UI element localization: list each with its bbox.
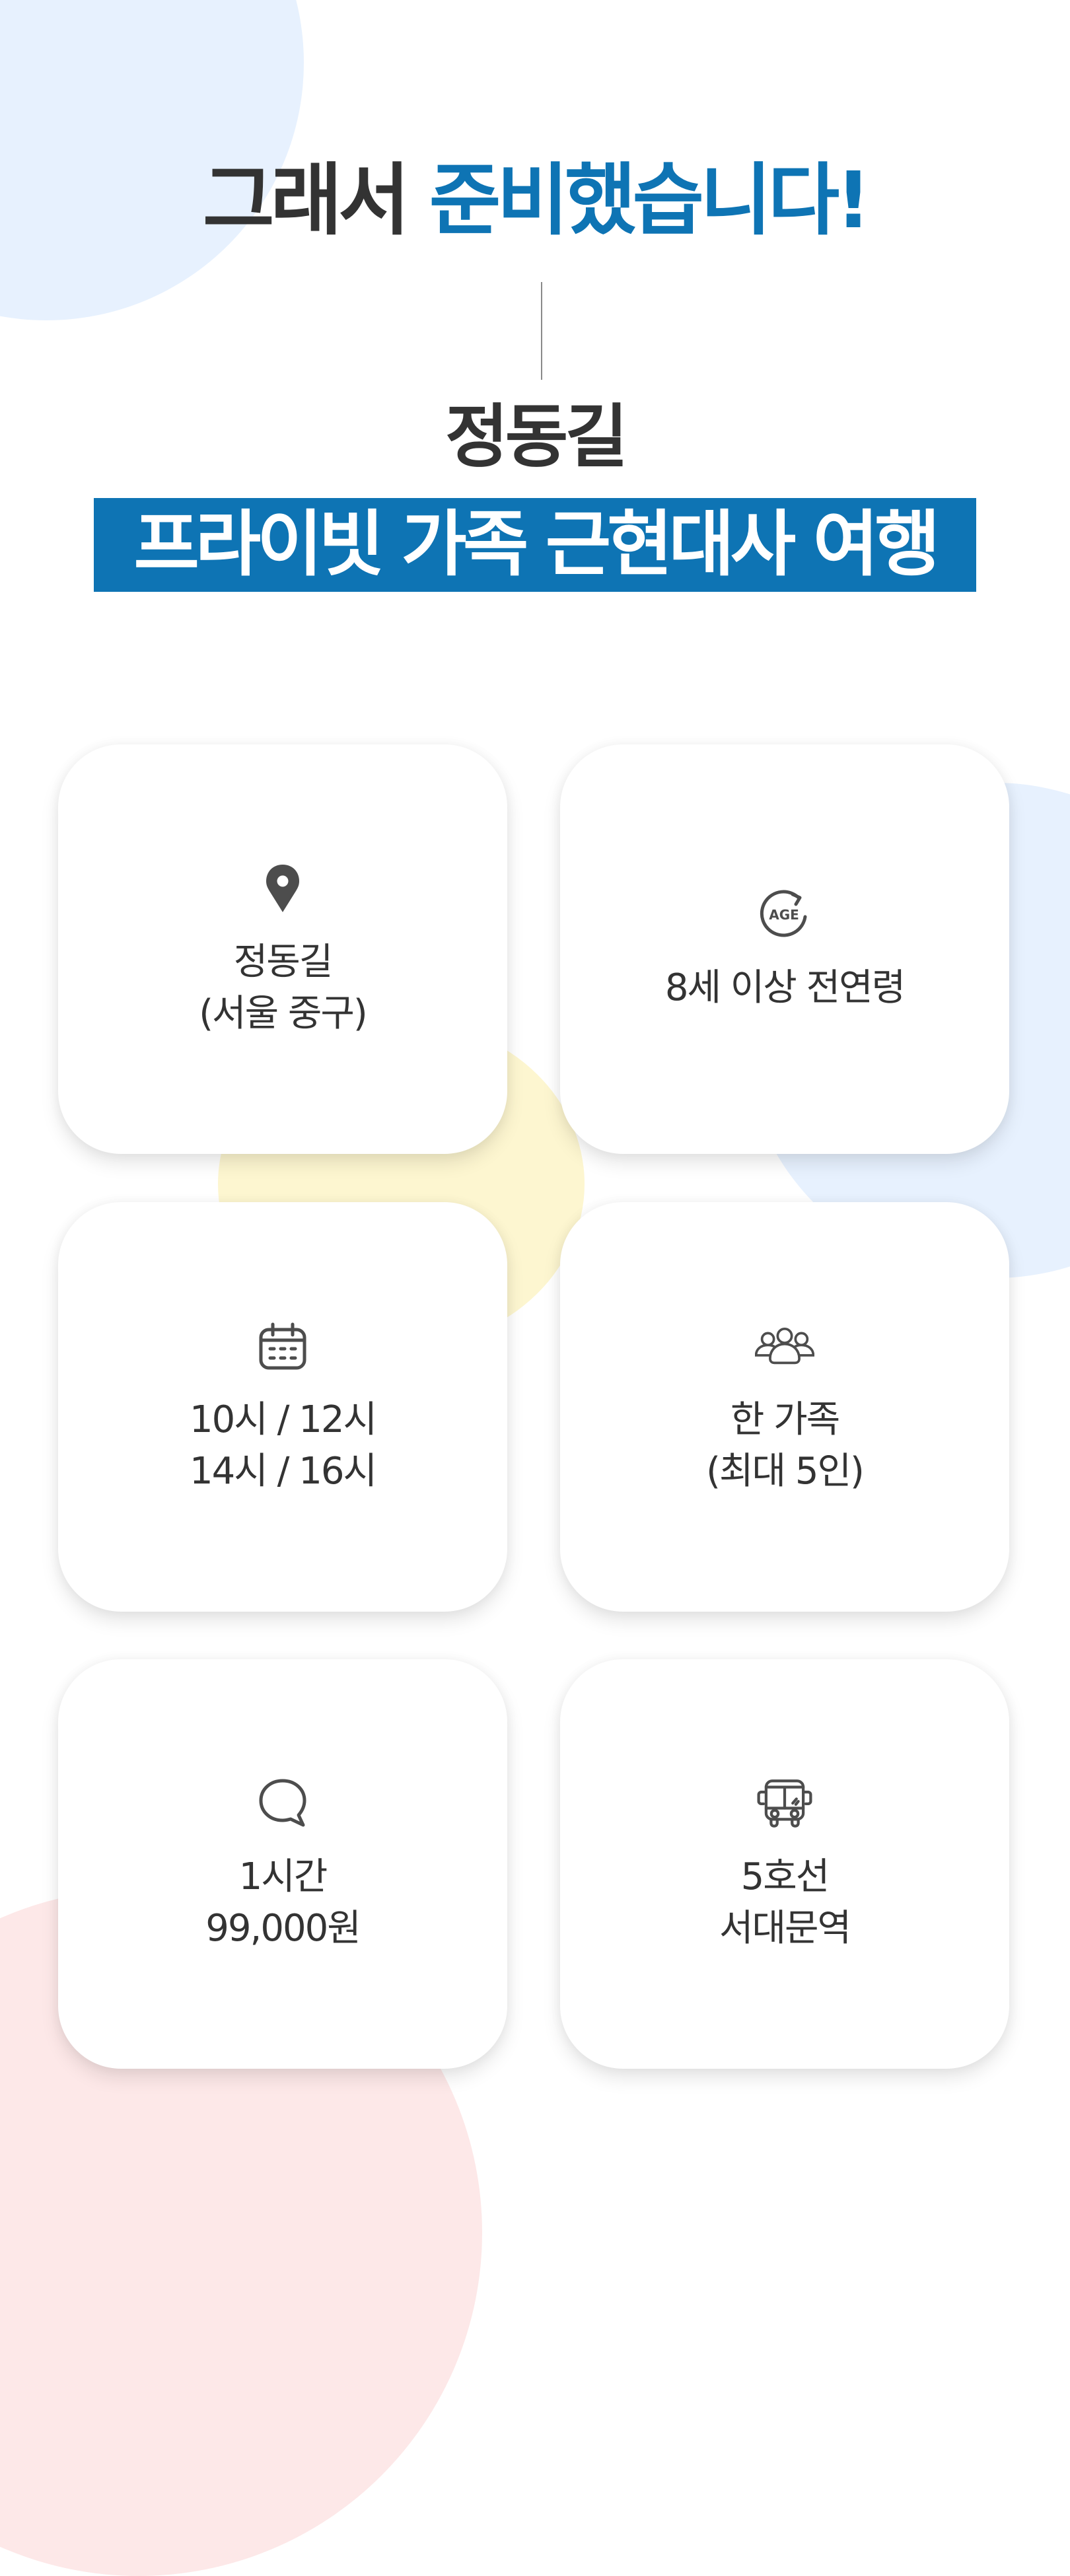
headline-prefix: 그래서 [203,155,429,246]
calendar-icon [253,1316,312,1376]
card-line: 5호선 [740,1855,830,1898]
tour-title-banner: 프라이빗 가족 근현대사 여행 [94,498,976,592]
speech-bubble-icon [253,1773,312,1833]
bus-icon [755,1773,814,1833]
vertical-divider [541,282,542,380]
place-title: 정동길 [445,396,628,477]
info-card-transport: 5호선 서대문역 [560,1659,1009,2069]
card-line: (서울 중구) [199,992,368,1035]
card-line: 정동길 [233,941,334,984]
group-icon [755,1316,814,1376]
age-icon: AGE [755,884,814,944]
info-card-schedule: 10시 / 12시 14시 / 16시 [58,1202,507,1612]
card-line: 14시 / 16시 [189,1450,377,1493]
info-card-group: 한 가족 (최대 5인) [560,1202,1009,1612]
svg-text:AGE: AGE [769,907,799,923]
card-line: 8세 이상 전연령 [664,966,906,1009]
card-line: (최대 5인) [706,1450,865,1493]
info-card-age: AGE 8세 이상 전연령 [560,744,1009,1154]
card-line: 서대문역 [719,1907,851,1950]
card-line: 10시 / 12시 [189,1398,377,1441]
card-line: 99,000원 [205,1907,361,1950]
headline: 그래서 준비했습니다! [0,151,1070,250]
card-line: 1시간 [238,1855,328,1898]
info-card-location: 정동길 (서울 중구) [58,744,507,1154]
map-pin-icon [253,859,312,918]
headline-accent: 준비했습니다! [429,155,871,246]
card-line: 한 가족 [730,1398,840,1441]
info-card-duration-price: 1시간 99,000원 [58,1659,507,2069]
